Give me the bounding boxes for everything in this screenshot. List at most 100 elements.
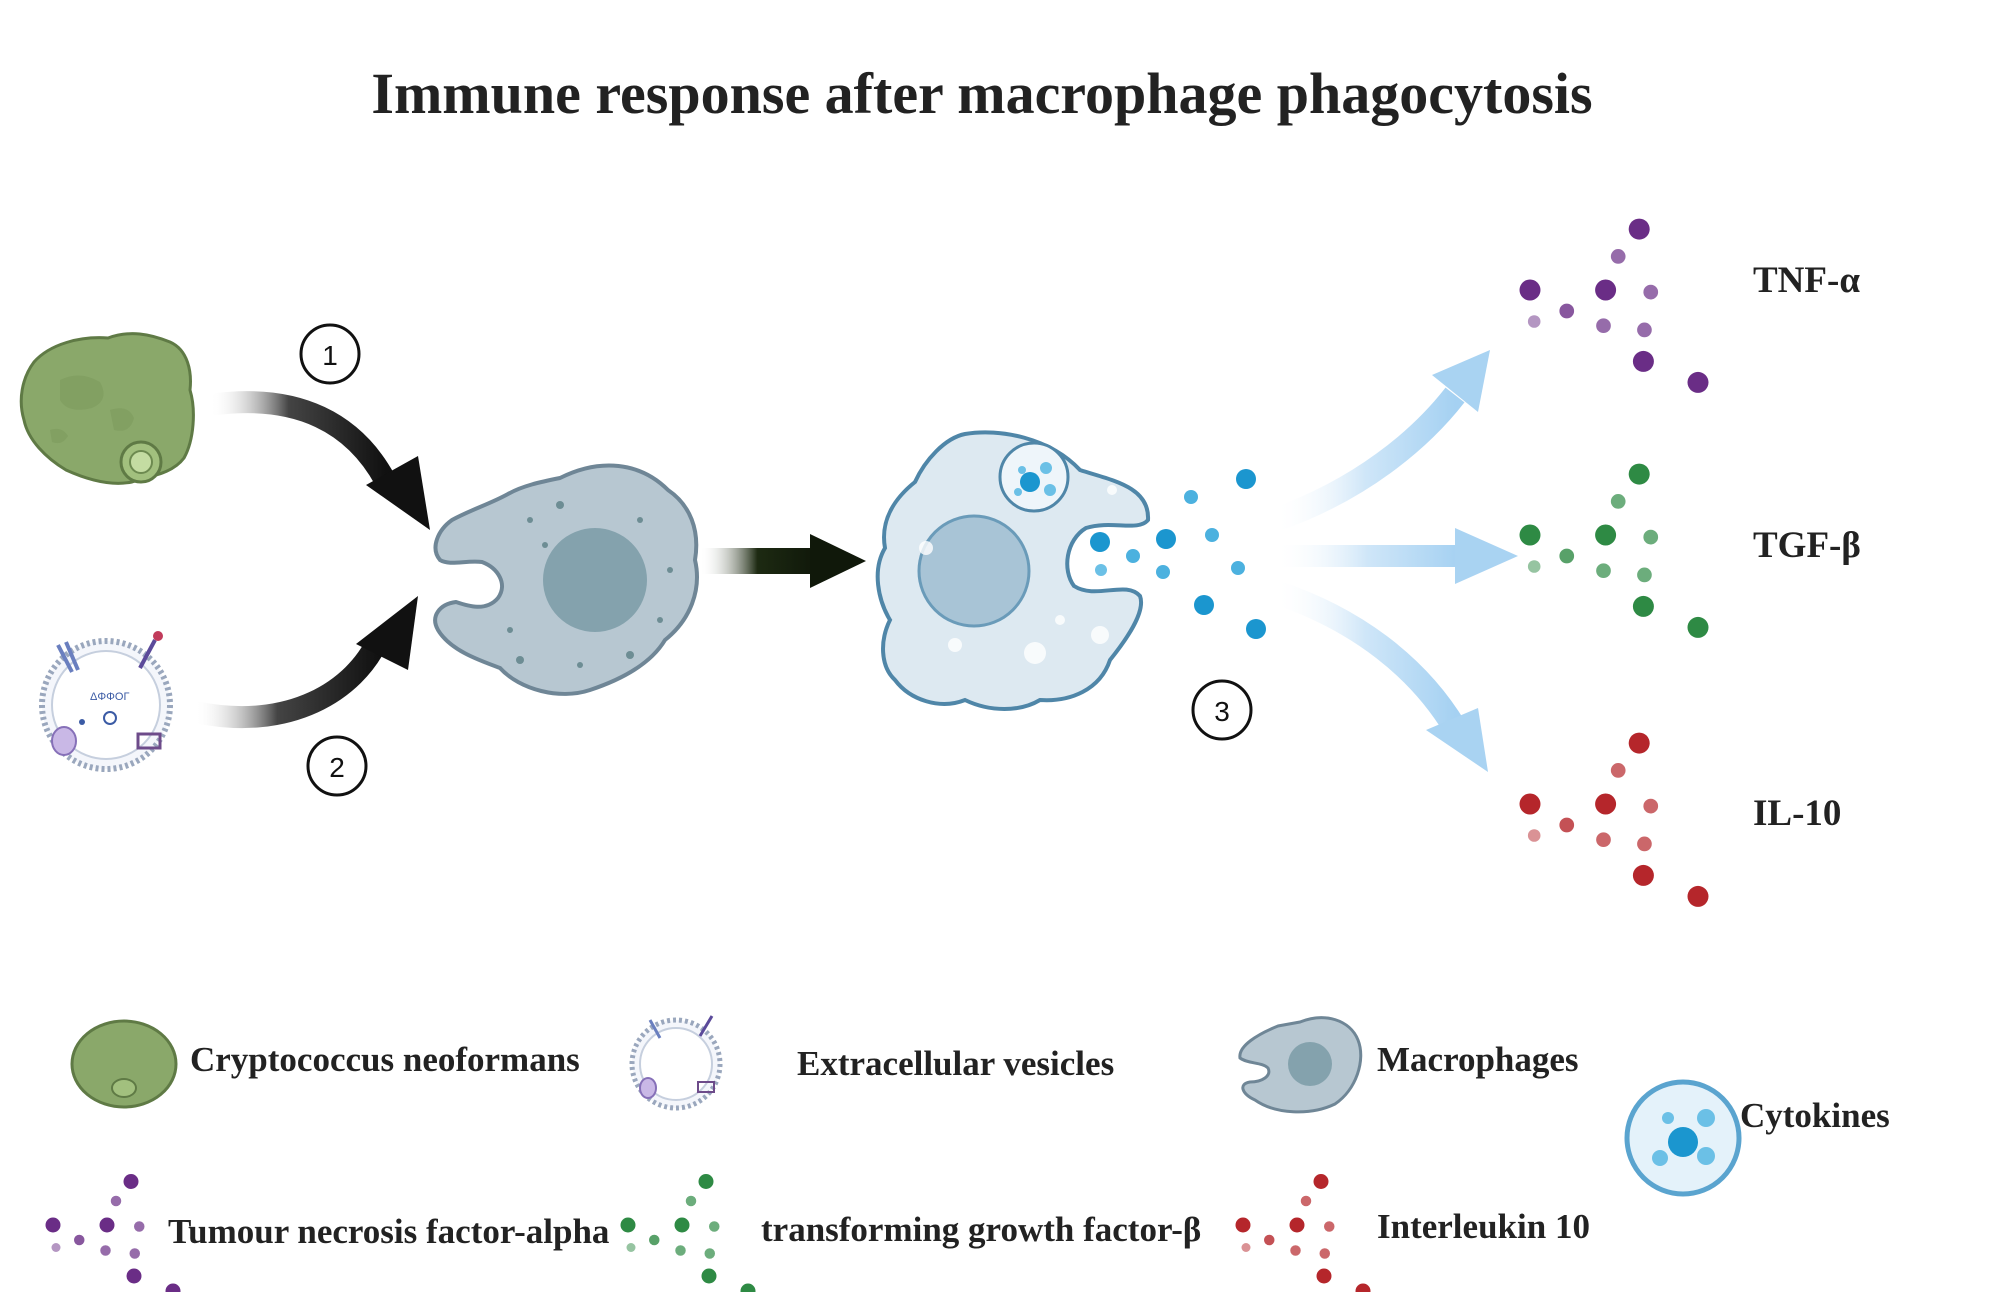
cytokine-dot [1610,249,1626,264]
cytokine-dot [1687,616,1709,638]
cytokine-dot [1632,350,1654,372]
legend-cytokines-icon [1624,1079,1742,1197]
cytokine-dot [620,1217,636,1233]
step-badge-1: 1 [299,323,361,385]
il-10-cluster [1519,732,1709,907]
arrow-to-tgf [1275,528,1518,584]
cytokine-dot [649,1234,660,1246]
cytokine-dot [1687,371,1709,393]
activated-macrophage [875,430,1151,711]
cytokine-dot [1595,279,1617,301]
svg-text:ΔΦΦΟΓ: ΔΦΦΟΓ [90,691,130,703]
arrow-step-1 [208,391,430,530]
cytokine-dot [123,1174,139,1189]
legend-macrophage-icon [1238,1016,1363,1114]
diagram-title: Immune response after macrophage phagocy… [371,61,1593,126]
cytokine-dot [51,1243,61,1252]
legend-cryptococcus-label: Cryptococcus neoformans [190,1040,580,1079]
step-1-label: 1 [322,340,338,371]
cytokine-dot [1637,836,1652,852]
cytokine-dot [675,1245,686,1256]
cytokine-dot [709,1221,720,1232]
cytokine-dot [626,1243,636,1252]
cytokine-dot [674,1217,690,1233]
cytokine-dot [1527,829,1541,842]
legend-tnf-alpha-label: Tumour necrosis factor-alpha [168,1212,610,1251]
step-badge-3: 3 [1191,679,1253,741]
cytokine-dot [165,1283,181,1292]
cytokine-dot [1687,885,1709,907]
tnf-alpha-cluster [1519,218,1709,393]
cytokine-dot [1610,494,1626,509]
cytokine-dot [1519,524,1541,546]
cytokine-dot [1595,793,1617,815]
arrow-to-il10 [1271,580,1488,772]
legend-vesicles-label: Extracellular vesicles [797,1044,1115,1083]
cytokine-dot [740,1283,756,1292]
cytokine-dot [1643,529,1659,545]
tgf-beta-cluster [1519,463,1709,638]
cytokine-dot [1637,567,1652,583]
cytokine-dot [1596,832,1611,848]
cytokine-dot [1300,1195,1312,1207]
cytokine-dot [1632,864,1654,886]
legend-cryptococcus-icon [70,1019,178,1109]
macrophage-cell [433,463,699,696]
cytokine-dot [129,1248,140,1259]
cytokine-dot [1324,1221,1335,1232]
cytokine-dot [1527,560,1541,573]
tnf-alpha-label: TNF-α [1753,260,1860,301]
legend-tgf-beta-label: transforming growth factor-β [761,1210,1202,1249]
cytokine-dot [1637,322,1652,338]
cytokine-dot [1559,303,1575,319]
cytokine-dot [1290,1245,1301,1256]
cytokine-dot [100,1245,111,1256]
cytokine-dot [1559,548,1575,564]
cytokine-dot [1559,817,1575,833]
arrow-to-tnf [1271,350,1490,532]
cytokine-dot [1527,315,1541,328]
cytokine-dot [698,1174,714,1189]
cytokine-dot [701,1268,717,1284]
legend-macrophages-label: Macrophages [1377,1040,1579,1079]
cytokine-dot [1519,793,1541,815]
cryptococcus-cell [19,332,195,485]
il-10-label: IL-10 [1753,793,1842,834]
cytokine-dot [1319,1248,1330,1259]
cytokine-dot [1628,218,1650,240]
step-2-label: 2 [329,752,345,783]
cytokine-dot [704,1248,715,1259]
legend-tgf-beta-icon [620,1174,756,1292]
cytokine-dot [685,1195,697,1207]
cytokine-dot [1643,284,1659,300]
cytokine-dot [1313,1174,1329,1189]
legend-vesicle-icon [629,1015,723,1111]
step-3-label: 3 [1214,696,1230,727]
legend-tnf-alpha-icon [45,1174,181,1292]
cytokine-dot [1355,1283,1371,1292]
released-cytokines [1090,469,1266,639]
cytokine-dot [1632,595,1654,617]
cytokine-dot [1628,463,1650,485]
cytokine-dot [126,1268,142,1284]
legend-cytokines-label: Cytokines [1740,1096,1890,1135]
cytokine-dot [1519,279,1541,301]
cytokine-dot [1289,1217,1305,1233]
cytokine-dot [1264,1234,1275,1246]
cytokine-dot [1235,1217,1251,1233]
cytokine-dot [110,1195,122,1207]
cytokine-dot [134,1221,145,1232]
cytokine-dot [1596,318,1611,334]
tgf-beta-label: TGF-β [1753,525,1861,566]
legend-il-10-icon [1235,1174,1371,1292]
arrow-activation [700,534,866,588]
cytokine-dot [1643,798,1659,814]
cytokine-dot [1316,1268,1332,1284]
cytokine-dot [1628,732,1650,754]
cytokine-dot [1595,524,1617,546]
cytokine-dot [45,1217,61,1233]
cytokine-dot [1241,1243,1251,1252]
arrow-step-2 [192,596,418,729]
